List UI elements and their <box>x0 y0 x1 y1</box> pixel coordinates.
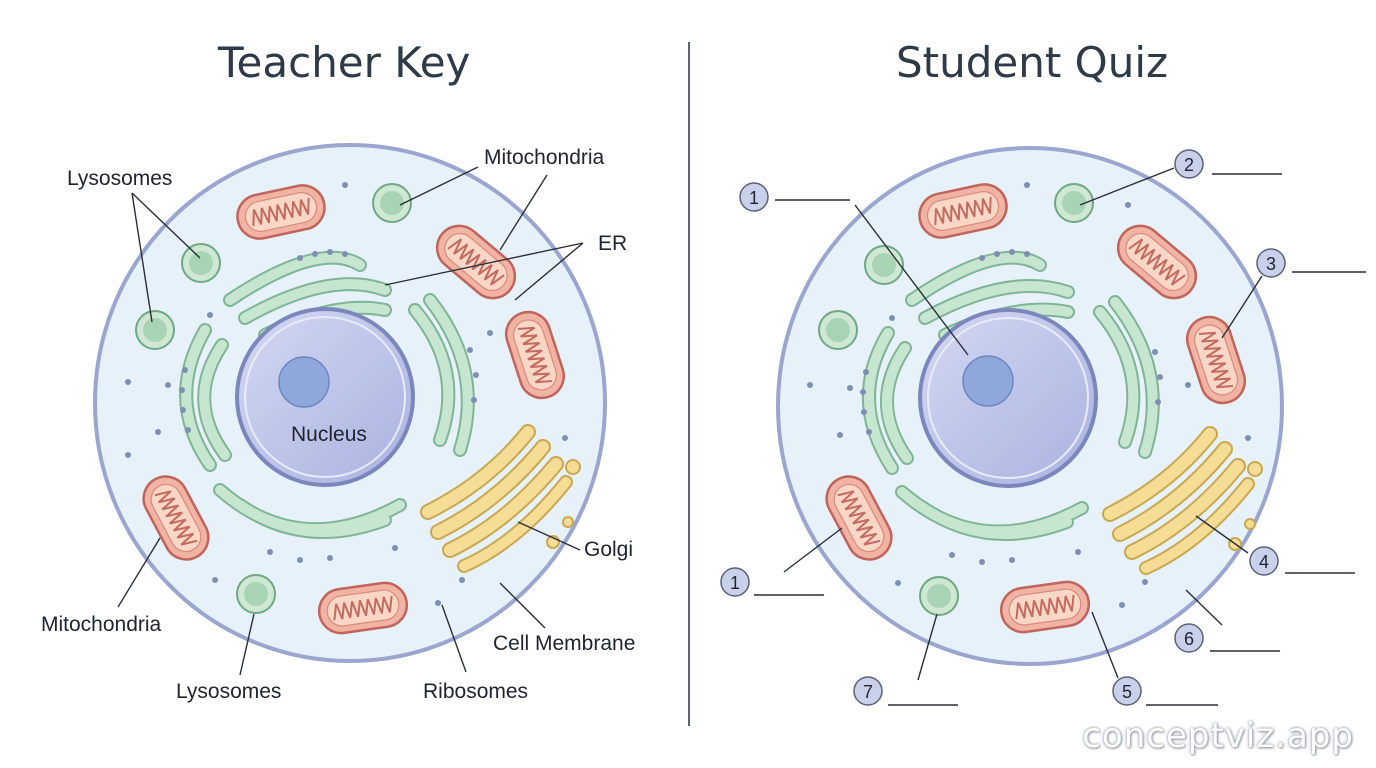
label-er: ER <box>598 232 627 255</box>
nucleus <box>235 307 415 487</box>
marker-5: 5 <box>1112 676 1142 706</box>
svg-text:7: 7 <box>863 682 873 702</box>
lysosome <box>919 576 959 616</box>
quiz-markers: 1 2 3 1 4 6 7 5 <box>720 149 1286 706</box>
marker-2: 2 <box>1174 149 1204 179</box>
label-cell-membrane: Cell Membrane <box>493 632 635 655</box>
lysosome <box>181 243 221 283</box>
ribosome-dots <box>807 182 1251 608</box>
svg-text:2: 2 <box>1184 155 1194 175</box>
nucleolus <box>962 355 1014 407</box>
ribosome-dots <box>125 182 568 606</box>
watermark: conceptviz.app <box>1082 716 1354 756</box>
panel-divider <box>688 42 690 726</box>
lysosome <box>864 245 904 285</box>
quiz-leader-lines <box>754 167 1366 706</box>
marker-3: 3 <box>1256 248 1286 278</box>
label-mitochondria-bottom: Mitochondria <box>41 613 162 636</box>
lysosome <box>1054 183 1094 223</box>
label-lysosomes-top: Lysosomes <box>67 167 172 190</box>
marker-1-top: 1 <box>739 182 769 212</box>
label-lysosomes-bottom: Lysosomes <box>176 680 281 703</box>
teacher-key-title: Teacher Key <box>218 38 471 87</box>
marker-4: 4 <box>1249 546 1279 576</box>
quiz-cell <box>776 146 1284 666</box>
teacher-cell <box>93 143 607 663</box>
lysosome <box>236 574 276 614</box>
teacher-leader-lines <box>117 166 584 676</box>
label-golgi: Golgi <box>584 538 633 561</box>
endoplasmic-reticulum <box>179 250 475 539</box>
svg-text:5: 5 <box>1122 682 1132 702</box>
svg-text:1: 1 <box>730 573 740 593</box>
svg-text:4: 4 <box>1259 552 1269 572</box>
marker-6: 6 <box>1174 623 1204 653</box>
lysosome <box>818 310 858 350</box>
label-nucleus: Nucleus <box>291 423 367 446</box>
marker-1-bottom: 1 <box>720 567 750 597</box>
svg-text:1: 1 <box>749 188 759 208</box>
svg-text:3: 3 <box>1266 254 1276 274</box>
label-ribosomes: Ribosomes <box>423 680 528 703</box>
marker-7: 7 <box>853 676 883 706</box>
lysosome <box>135 310 175 350</box>
student-quiz-title: Student Quiz <box>896 38 1169 87</box>
label-mitochondria-top: Mitochondria <box>484 146 605 169</box>
teacher-labels: Lysosomes Mitochondria ER Nucleus Golgi … <box>41 146 635 703</box>
nucleolus <box>278 356 330 408</box>
svg-text:6: 6 <box>1184 629 1194 649</box>
nucleus <box>918 308 1098 488</box>
